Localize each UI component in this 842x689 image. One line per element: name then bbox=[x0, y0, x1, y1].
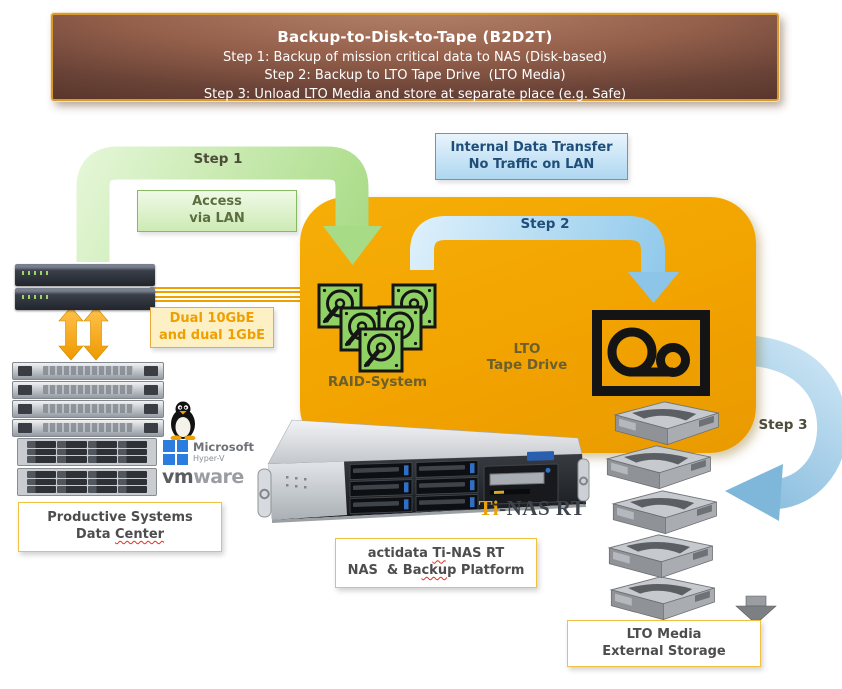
rack-server-1u bbox=[12, 400, 164, 418]
raid-system-label: RAID-System bbox=[327, 374, 428, 390]
banner-step3: Step 3: Unload LTO Media and store at se… bbox=[203, 86, 627, 102]
vmware-logo: vmware bbox=[162, 466, 244, 488]
step3-label: Step 3 bbox=[758, 417, 808, 433]
switch-server-arrows bbox=[58, 306, 109, 361]
lto-media-callout: LTO Media External Storage bbox=[567, 620, 761, 667]
lto-cartridge-icon bbox=[610, 576, 715, 621]
productive-systems-callout: Productive Systems Data Center bbox=[18, 502, 222, 552]
network-switch-2 bbox=[15, 288, 155, 310]
lan-cable-2 bbox=[150, 296, 308, 302]
microsoft-label: Microsoft bbox=[193, 439, 255, 454]
rack-server-1u bbox=[12, 381, 164, 399]
rack-server-1u bbox=[12, 419, 164, 437]
linux-tux-icon bbox=[170, 401, 196, 440]
step2-label: Step 2 bbox=[520, 216, 570, 232]
backup-appliance-panel bbox=[300, 197, 756, 453]
rack-server-2u bbox=[17, 438, 157, 466]
switch-leds bbox=[22, 295, 48, 299]
hyperv-logo: Microsoft Hyper-V bbox=[163, 440, 254, 465]
network-switch-1 bbox=[15, 264, 155, 286]
diagram-title: Backup-to-Disk-to-Tape (B2D2T) bbox=[277, 28, 553, 46]
title-banner: Backup-to-Disk-to-Tape (B2D2T) Step 1: B… bbox=[51, 13, 779, 102]
banner-step1: Step 1: Backup of mission critical data … bbox=[223, 49, 607, 65]
switch-ports bbox=[62, 292, 146, 306]
lto-cartridge-icon bbox=[612, 490, 717, 535]
rack-server-2u bbox=[17, 468, 157, 496]
step1-label: Step 1 bbox=[193, 151, 243, 167]
access-lan-callout: Access via LAN bbox=[137, 190, 297, 232]
lto-cartridge-icon bbox=[608, 534, 713, 579]
dual-10gbe-callout: Dual 10GbE and dual 1GbE bbox=[150, 307, 274, 348]
hyperv-label: Hyper-V bbox=[193, 454, 225, 464]
rack-server-1u bbox=[12, 362, 164, 380]
switch-leds bbox=[22, 271, 48, 275]
switch-ports bbox=[62, 268, 146, 282]
internal-transfer-callout: Internal Data Transfer No Traffic on LAN bbox=[435, 133, 628, 180]
ti-nas-rt-wordmark: Ti-NAS RT bbox=[478, 496, 586, 520]
lto-tape-drive-label: LTO Tape Drive bbox=[486, 341, 568, 373]
lan-cable-1 bbox=[150, 287, 308, 293]
banner-step2: Step 2: Backup to LTO Tape Drive (LTO Me… bbox=[264, 68, 566, 83]
hyperv-icon bbox=[163, 440, 188, 465]
actidata-nas-callout: actidata Ti-NAS RT NAS & Backup Platform bbox=[335, 538, 537, 588]
